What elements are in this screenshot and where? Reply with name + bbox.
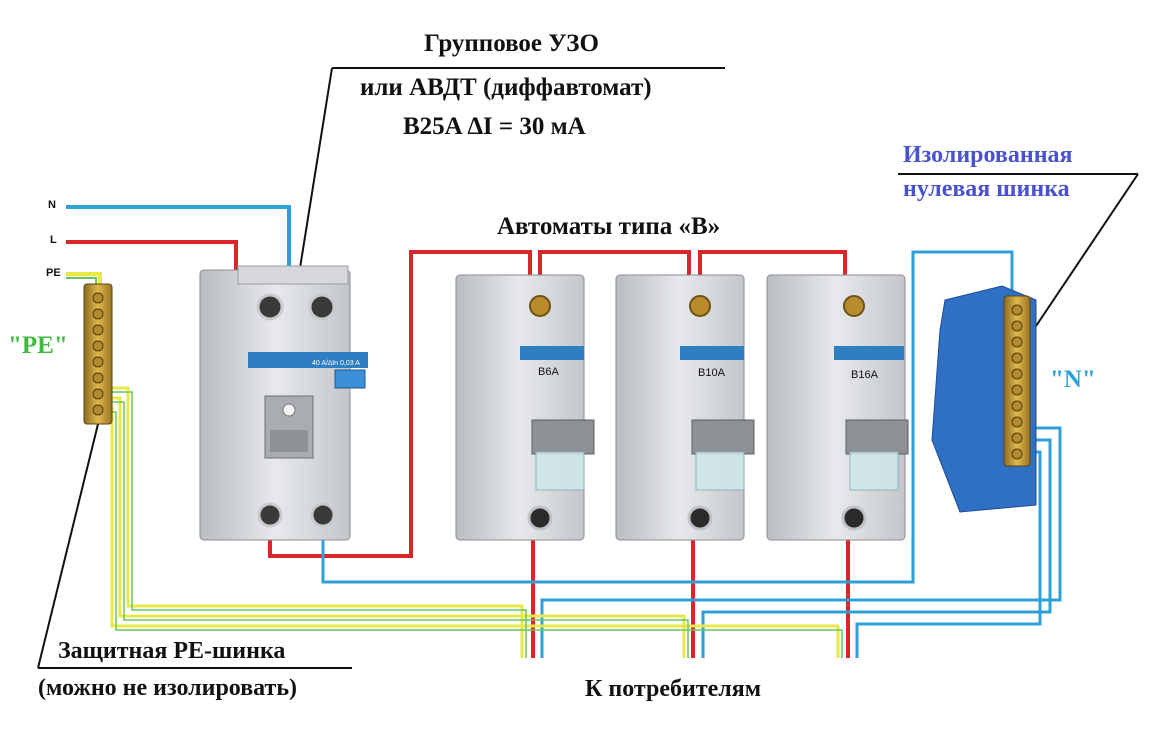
breakers-title: Автоматы типа «В»	[497, 213, 721, 240]
pe-terminal-bus	[83, 283, 113, 425]
wire-pe-yellow	[66, 272, 102, 288]
breaker-2	[615, 274, 755, 541]
wire-l	[66, 240, 238, 278]
rcd-title-line3: B25A ∆I = 30 мА	[403, 113, 586, 140]
consumers-label: К потребителям	[585, 676, 762, 702]
phase-wires	[268, 250, 850, 658]
breaker-1-rating: B6A	[538, 366, 559, 378]
rcd-title-line1: Групповое УЗО	[424, 30, 599, 57]
pe-bus-title-line1: Защитная PE-шинка	[58, 638, 286, 664]
wire-n	[66, 205, 291, 278]
neutral-bus-title-line2: нулевая шинка	[903, 176, 1070, 202]
rcd-device: 40 A/∆In 0,03 A	[199, 265, 368, 541]
rcd-title-line2: или АВДТ (диффавтомат)	[360, 74, 652, 101]
breaker-2-rating: B10A	[698, 367, 725, 379]
wire-pe-label: PE	[46, 267, 61, 279]
pe-bus-title-line2: (можно не изолировать)	[38, 675, 298, 701]
wire-l-label: L	[50, 234, 57, 246]
neutral-terminal-bus	[931, 285, 1037, 513]
leader-lines	[37, 67, 1139, 669]
rcd-rating-label: 40 A/∆In 0,03 A	[312, 360, 360, 367]
neutral-bus-tag: "N"	[1050, 366, 1096, 393]
pe-bus-tag: "PE"	[8, 332, 68, 359]
breaker-3-rating: B16A	[851, 369, 878, 381]
neutral-bus-title-line1: Изолированная	[903, 142, 1073, 168]
breaker-1	[455, 274, 595, 541]
breaker-3	[766, 274, 909, 541]
pe-wires	[106, 386, 843, 658]
wire-n-label: N	[48, 199, 56, 211]
